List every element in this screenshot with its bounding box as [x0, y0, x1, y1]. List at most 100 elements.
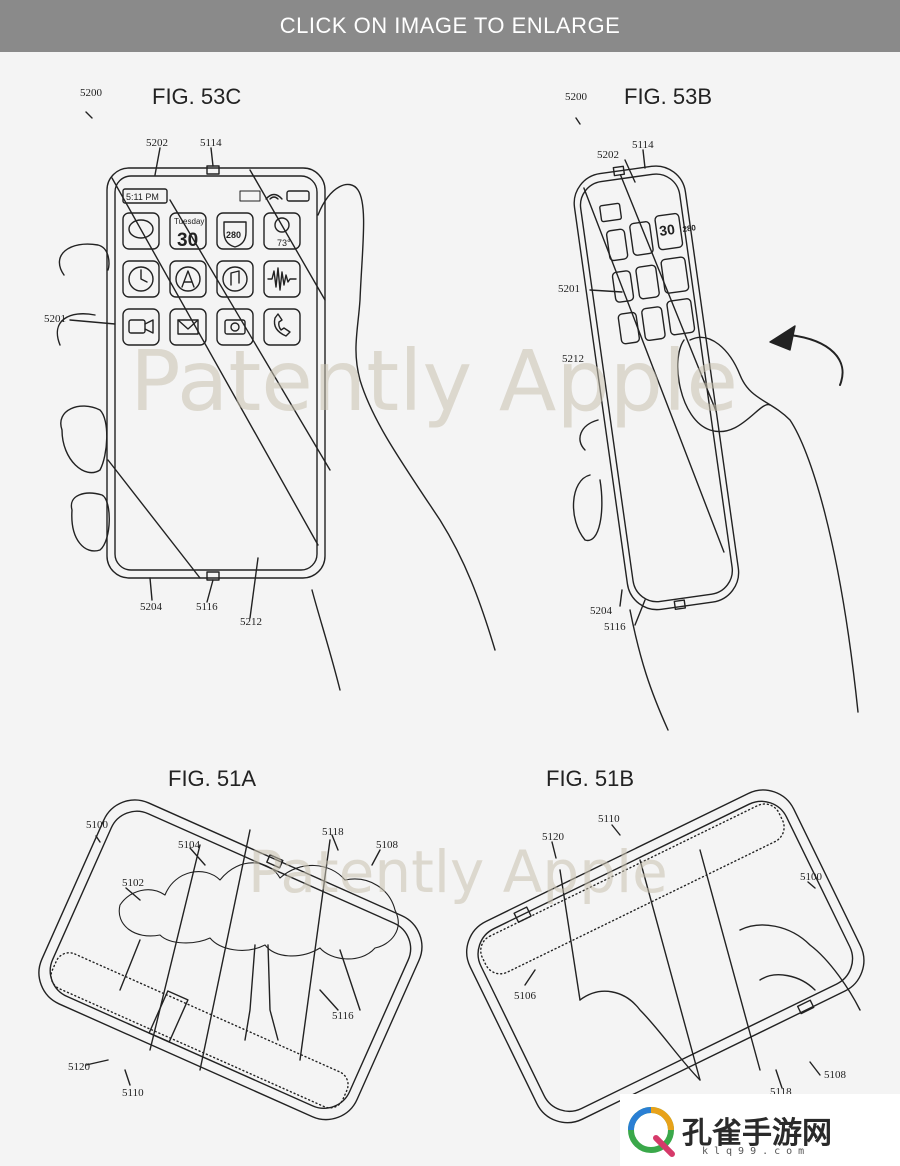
- camera-lens-icon: [230, 322, 240, 332]
- appstore-icon: [175, 266, 201, 292]
- fig51a-ref-5110: 5110: [122, 1087, 144, 1099]
- rotation-arrow-icon: [789, 334, 844, 386]
- fig53c-battery-icon: [286, 190, 310, 202]
- fig51a-leaders: [85, 834, 381, 1086]
- fig53c-app-camera: [216, 308, 254, 346]
- fig53c-temperature: 73°: [277, 238, 291, 248]
- fig51a-ref-5104: 5104: [178, 839, 201, 851]
- watermark-lower: Patently Apple: [248, 838, 668, 906]
- fig53b-app-maps: [654, 212, 684, 251]
- fig51b-sensor-5118: [796, 999, 815, 1015]
- fig53c-ref-5114: 5114: [200, 137, 222, 149]
- watermark-upper: Patently Apple: [130, 332, 738, 430]
- fig53c-signal-icon: [239, 190, 261, 202]
- fig53b-ref-5200: 5200: [565, 91, 588, 103]
- fig51a-ref-5108: 5108: [376, 839, 399, 851]
- video-camera-lens-icon: [144, 319, 154, 334]
- fig53b-app-5: [635, 264, 660, 300]
- fig53c-calendar-date: 30: [177, 230, 198, 251]
- fig53b-app-6: [660, 256, 690, 294]
- fig51b-leaders: [524, 824, 821, 1089]
- handset-icon: [273, 313, 291, 337]
- fig53c-ref-5116: 5116: [196, 601, 218, 613]
- patent-drawing-sheet[interactable]: FIG. 53C 5200 5202 5114 5201 5204 5116 5…: [0, 52, 900, 1166]
- fig53c-app-maps: [216, 212, 254, 250]
- fig53c-sensor-5114: [206, 165, 220, 175]
- fig53c-app-mail: [169, 308, 207, 346]
- appstore-a-icon: [181, 270, 195, 288]
- fig53b-app-9: [666, 298, 696, 336]
- music-note-glyph-icon: [230, 270, 240, 286]
- fig51a-sensor-5118: [266, 854, 284, 869]
- fig53c-ref-5202: 5202: [146, 137, 168, 149]
- clock-icon: [128, 266, 154, 292]
- fig53b-app-1: [605, 228, 629, 262]
- fig51b-ref-5106: 5106: [514, 990, 537, 1002]
- clock-hands-icon: [140, 269, 148, 283]
- fig53c-status-box: [122, 188, 168, 204]
- fig51a-title: FIG. 51A: [168, 766, 256, 791]
- fig53c-ref-5212: 5212: [240, 616, 262, 628]
- fig53b-glare-lines: [583, 174, 725, 553]
- site-logo[interactable]: 孔雀手游网 klq99.com: [620, 1094, 900, 1166]
- fig53c-app-grid: [122, 212, 301, 346]
- sun-icon: [274, 217, 290, 233]
- rotation-arrowhead-icon: [769, 325, 796, 351]
- fig53c-leaders: [69, 111, 259, 619]
- fig53b-sensor-5114: [612, 165, 626, 177]
- fig53c-app-weather: [263, 212, 301, 250]
- fig53b-ref-5201: 5201: [558, 283, 580, 295]
- fig53c-app-messages: [122, 212, 160, 250]
- fig53c-ref-5201: 5201: [44, 313, 66, 325]
- fig51a-tree-trunk: [119, 939, 361, 1041]
- fig53b-title: FIG. 53B: [624, 84, 712, 109]
- fig53b-hand: [572, 336, 859, 731]
- envelope-icon: [177, 319, 199, 335]
- fig53c-status-time: 5:11 PM: [126, 192, 159, 202]
- fig51a-sensor-5120: [148, 990, 189, 1043]
- fig53b-status-box: [599, 202, 623, 223]
- fig53c-hand: [56, 183, 496, 691]
- fig53b-phone-body: [573, 165, 740, 611]
- fig51b-sensor-5120: [513, 906, 532, 923]
- fig53c-app-calendar: [169, 212, 207, 250]
- fig51a-dotted-band: [50, 952, 349, 1109]
- fig53b-app-4: [611, 270, 635, 303]
- fig53c-title: FIG. 53C: [152, 84, 241, 109]
- fig53c-wifi-icon: [265, 193, 283, 200]
- video-camera-icon: [128, 319, 146, 334]
- fig51b-ref-5110: 5110: [598, 813, 620, 825]
- fig51b-ref-5100: 5100: [800, 871, 823, 883]
- waveform-icon: [267, 267, 297, 291]
- fig53b-highway-number: 280: [682, 223, 697, 234]
- peacock-logo-icon: [628, 1107, 675, 1157]
- fig53b-calendar-date: 30: [658, 221, 676, 239]
- fig53b-ref-5204: 5204: [590, 605, 613, 617]
- fig51b-ref-5108: 5108: [824, 1069, 847, 1081]
- fig51a-device-body: [38, 799, 423, 1121]
- fig53c-phone-body: [106, 167, 326, 579]
- fig53c-glare-lines: [107, 169, 331, 579]
- enlarge-banner[interactable]: CLICK ON IMAGE TO ENLARGE: [0, 0, 900, 52]
- envelope-flap-icon: [177, 319, 199, 330]
- fig53c-app-facetime: [122, 308, 160, 346]
- fig53c-ref-5200: 5200: [80, 87, 103, 99]
- fig53b-sensor-5116: [673, 599, 687, 611]
- fig53c-app-phone: [263, 308, 301, 346]
- fig51a-ref-5100: 5100: [86, 819, 109, 831]
- fig53c-sensor-5116: [206, 571, 220, 581]
- fig51b-ref-5120: 5120: [542, 831, 565, 843]
- fig53b-screen: [579, 173, 734, 603]
- fig53c-ref-5204: 5204: [140, 601, 163, 613]
- fig53c-app-voicememo: [263, 260, 301, 298]
- fig53c-app-clock: [122, 260, 160, 298]
- fig51b-device-body: [466, 789, 865, 1124]
- fig51b-dotted-band: [480, 803, 785, 975]
- logo-subtext: klq99.com: [702, 1146, 811, 1157]
- fig51b-tree-foliage: [579, 924, 861, 1081]
- fig53b-ref-5212: 5212: [562, 353, 584, 365]
- fig51a-ref-5120: 5120: [68, 1061, 91, 1073]
- speech-bubble-icon: [128, 219, 154, 239]
- fig51a-ref-5118: 5118: [322, 826, 344, 838]
- fig51a-ref-5102: 5102: [122, 877, 144, 889]
